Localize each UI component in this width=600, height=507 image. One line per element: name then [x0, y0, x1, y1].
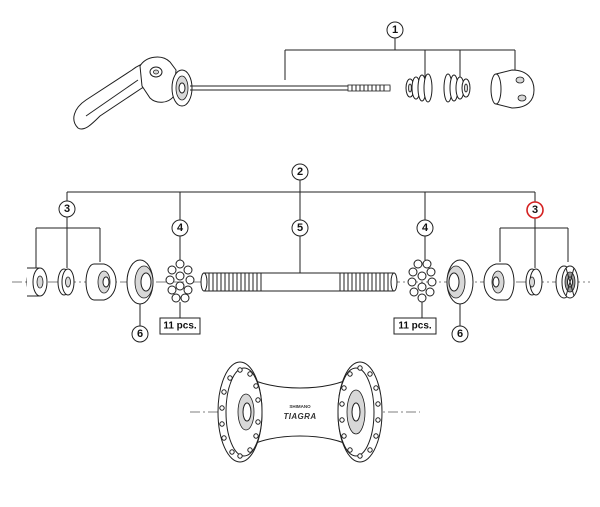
svg-text:11 pcs.: 11 pcs. [398, 321, 432, 332]
cone-left-leader-lines [35, 216, 101, 268]
svg-text:2: 2 [297, 166, 303, 178]
callout-cup-right: 6 [451, 325, 469, 343]
axle-set-leader-lines [66, 180, 536, 220]
svg-text:6: 6 [457, 328, 463, 340]
quantity-label-right: 11 pcs. [393, 317, 437, 335]
cone-right [483, 263, 515, 301]
svg-text:11 pcs.: 11 pcs. [163, 321, 197, 332]
svg-text:5: 5 [297, 222, 303, 234]
ball-bearings-left [165, 259, 195, 303]
svg-text:1: 1 [392, 24, 398, 36]
axle-thread-right [339, 273, 389, 291]
washer-left [57, 268, 75, 296]
hub-body: SHIMANO TIAGRA [190, 361, 420, 463]
svg-text:4: 4 [177, 222, 184, 234]
svg-text:6: 6 [137, 328, 143, 340]
callout-axle-set: 2 [291, 163, 309, 181]
skewer-spring-left [405, 73, 433, 103]
cone-left [85, 263, 117, 301]
locknut-left [26, 267, 48, 297]
callout-cone-right-highlighted: 3 [526, 201, 544, 219]
skewer-thread [347, 84, 391, 92]
callout-cup-left: 6 [131, 325, 149, 343]
svg-text:3: 3 [532, 204, 538, 216]
svg-text:3: 3 [64, 203, 70, 215]
callout-skewer: 1 [386, 21, 404, 39]
hub-axle [200, 272, 398, 292]
dust-cap-right [446, 259, 474, 305]
callout-axle: 5 [291, 219, 309, 237]
washer-right [525, 268, 543, 296]
ball-bearings-right [407, 259, 437, 303]
cone-right-leader-lines [499, 218, 569, 268]
callout-cone-left: 3 [58, 200, 76, 218]
skewer-adjusting-nut [490, 69, 535, 109]
locknut-right [555, 265, 579, 299]
axle-thread-left [208, 273, 262, 291]
quick-release-skewer [73, 56, 391, 130]
callout-balls-right: 4 [416, 219, 434, 237]
hub-brand-maker: SHIMANO [289, 404, 311, 409]
dust-cap-left [126, 259, 154, 305]
hub-brand-model: TIAGRA [283, 412, 316, 421]
svg-text:4: 4 [422, 222, 429, 234]
skewer-spring-right [443, 73, 471, 103]
quantity-label-left: 11 pcs. [159, 317, 201, 335]
skewer-leader-lines [284, 38, 516, 80]
callout-balls-left: 4 [171, 219, 189, 237]
